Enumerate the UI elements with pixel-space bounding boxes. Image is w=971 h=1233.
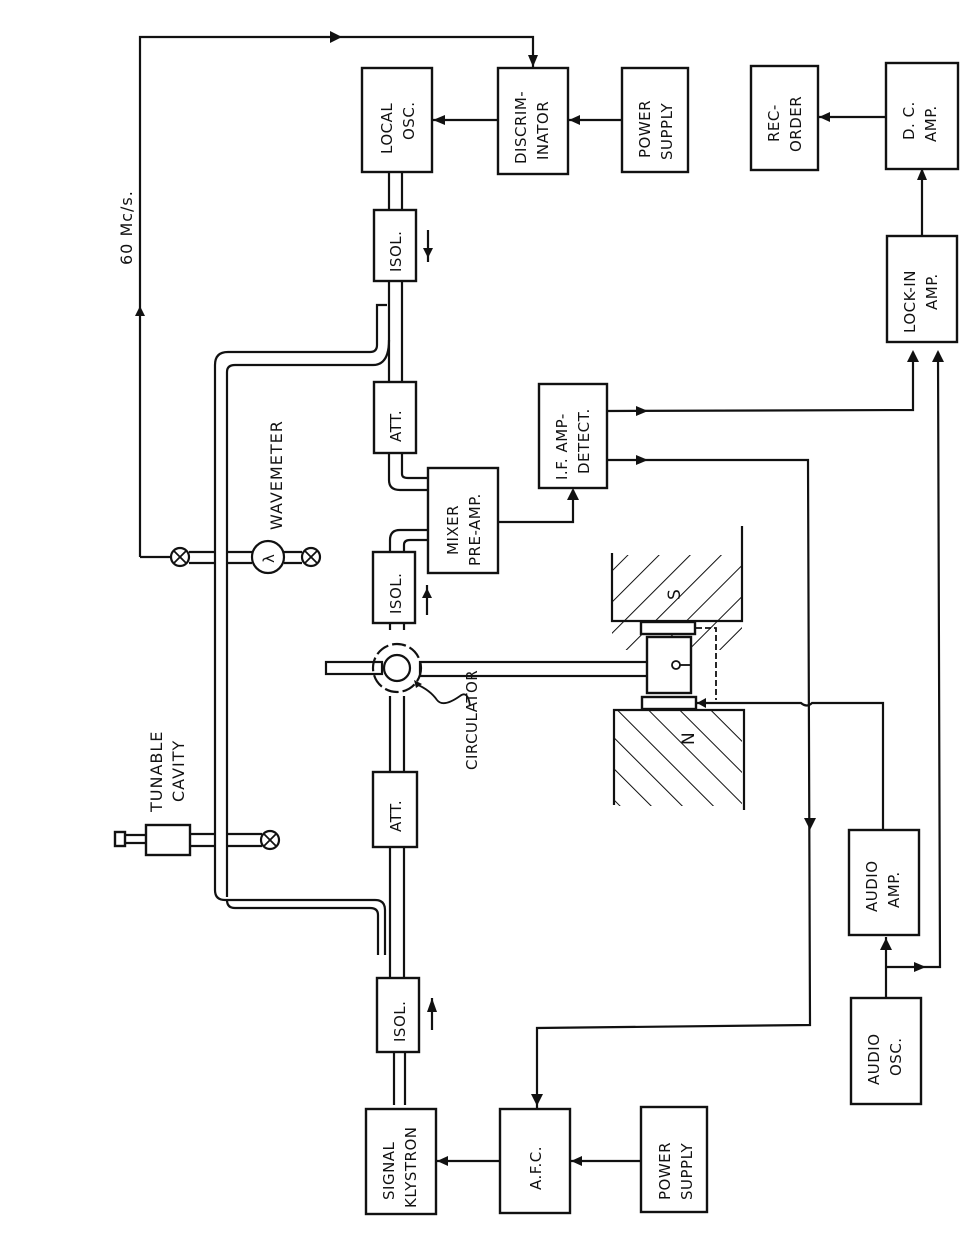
lockin-amp-block: LOCK-IN AMP. xyxy=(885,234,959,344)
modulation-coil-s xyxy=(639,620,697,636)
arrow-left-icon xyxy=(433,115,445,125)
pointer-arrow-icon xyxy=(414,680,422,688)
block-label: ISOL. xyxy=(387,573,405,614)
power-supply-afc-block: POWER SUPPLY xyxy=(639,1105,709,1214)
freq-reference-line xyxy=(135,31,538,557)
block-label: OSC. xyxy=(400,101,418,140)
arrow-left-icon xyxy=(569,115,580,125)
block-label: POWER xyxy=(636,100,654,158)
wavemeter-assembly: λ xyxy=(140,539,322,575)
arrow-up-icon xyxy=(932,350,944,362)
arrow-down-icon xyxy=(804,818,816,830)
south-pole-label: S xyxy=(665,589,685,600)
isolator-signal-block: ISOL. xyxy=(375,976,421,1054)
lambda-symbol: λ xyxy=(260,554,278,563)
block-label: ATT. xyxy=(387,800,405,832)
block-label: AUDIO xyxy=(863,860,881,912)
arrow-left-icon xyxy=(437,1156,448,1166)
block-label: MIXER xyxy=(444,505,462,555)
isolator-lo-direction xyxy=(423,230,433,262)
block-label: DISCRIM- xyxy=(512,91,530,164)
arrow-up-icon xyxy=(567,488,579,500)
arrow-right-icon xyxy=(330,31,342,43)
block-label: SIGNAL xyxy=(380,1141,398,1200)
detector-icon xyxy=(300,546,322,568)
block-label: REC- xyxy=(765,104,783,142)
arrow-right-icon xyxy=(636,455,648,465)
signal-klystron-block: SIGNAL KLYSTRON xyxy=(364,1107,438,1216)
block-label: POWER xyxy=(656,1142,674,1200)
block-label: KLYSTRON xyxy=(402,1127,420,1209)
tunable-cavity xyxy=(113,823,281,857)
block-label: ISOL. xyxy=(387,231,405,272)
dc-amp-block: D. C. AMP. xyxy=(884,61,960,171)
audio-osc-block: AUDIO OSC. xyxy=(849,996,923,1106)
arrow-down-icon xyxy=(531,1094,543,1106)
block-label: OSC. xyxy=(887,1037,905,1076)
block-label: DETECT. xyxy=(575,408,593,474)
lo-waveguide xyxy=(387,172,428,492)
audio-amp-block: AUDIO AMP. xyxy=(847,828,921,937)
isolator-mixer-block: ISOL. xyxy=(371,550,417,625)
block-label: ORDER xyxy=(787,96,805,152)
power-supply-disc-block: POWER SUPPLY xyxy=(620,66,690,174)
if-amp-detect-block: I.F. AMP- DETECT. xyxy=(537,382,609,490)
arrow-left-icon xyxy=(697,698,706,708)
arrow-up-icon xyxy=(880,938,892,950)
block-label: PRE-AMP. xyxy=(466,493,484,566)
block-label: AMP. xyxy=(885,871,903,908)
block-label: SUPPLY xyxy=(658,103,676,160)
recorder-block: REC- ORDER xyxy=(749,64,820,172)
arrow-down-icon xyxy=(423,248,433,258)
wavemeter-icon xyxy=(250,539,286,575)
isolator-mixer-direction xyxy=(422,585,432,615)
mixer-preamp-block: MIXER PRE-AMP. xyxy=(426,466,500,575)
block-label: AMP. xyxy=(923,273,941,310)
block-label: A.F.C. xyxy=(527,1146,545,1190)
block-label: AUDIO xyxy=(865,1033,883,1085)
tunable-cavity-label: CAVITY xyxy=(169,740,188,802)
block-label: INATOR xyxy=(534,101,552,160)
block-label: LOCAL xyxy=(378,103,396,154)
north-pole-label: N xyxy=(679,732,699,745)
arrow-right-icon xyxy=(914,962,926,972)
reference-waveguide xyxy=(213,303,391,955)
afc-block: A.F.C. xyxy=(498,1107,572,1215)
attenuator-signal-block: ATT. xyxy=(371,770,419,849)
wavemeter-label: WAVEMETER xyxy=(267,420,286,530)
detector-icon xyxy=(259,829,281,851)
block-label: SUPPLY xyxy=(678,1143,696,1200)
arrow-right-icon xyxy=(636,406,648,416)
arrow-up-icon xyxy=(917,168,927,180)
attenuator-lo-block: ATT. xyxy=(372,380,418,455)
arrow-up-icon xyxy=(422,588,432,598)
block-label: ISOL. xyxy=(391,1001,409,1042)
arrow-up-icon xyxy=(135,306,145,316)
block-label: I.F. AMP- xyxy=(553,413,571,480)
arrow-up-icon xyxy=(907,350,919,362)
signal-waveguide xyxy=(388,528,428,1105)
arrow-down-icon xyxy=(528,55,538,67)
frequency-label: 60 Mc/s. xyxy=(117,190,136,265)
block-label: ATT. xyxy=(387,410,405,442)
block-label: LOCK-IN xyxy=(901,270,919,333)
block-label: AMP. xyxy=(922,105,940,142)
circulator-label: CIRCULATOR xyxy=(463,670,481,770)
detector-icon xyxy=(169,546,191,568)
local-osc-block: LOCAL OSC. xyxy=(360,66,434,174)
block-label: D. C. xyxy=(900,101,918,140)
tunable-cavity-label: TUNABLE xyxy=(147,731,166,813)
arrow-left-icon xyxy=(819,112,830,122)
isolator-lo-block: ISOL. xyxy=(372,208,418,283)
arrow-left-icon xyxy=(571,1156,582,1166)
magnet-north-pole: N xyxy=(612,708,746,810)
sample-cavity xyxy=(645,635,693,695)
circulator xyxy=(324,642,652,707)
arrow-up-icon xyxy=(427,998,437,1012)
discriminator-block: DISCRIM- INATOR xyxy=(496,66,570,176)
isolator-signal-direction xyxy=(427,998,437,1030)
modulation-coil-n xyxy=(640,695,698,711)
